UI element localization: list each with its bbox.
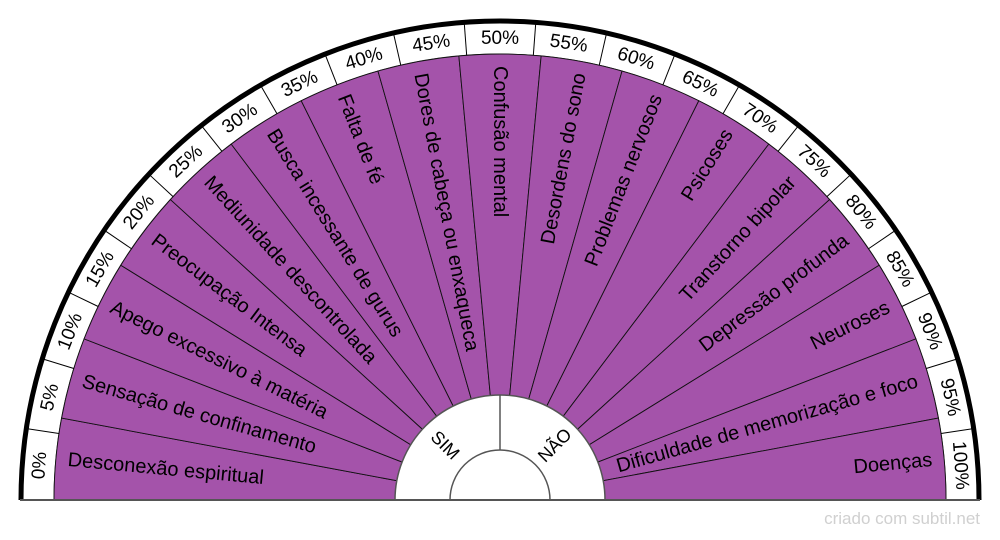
percent-divider: [598, 34, 607, 66]
percent-divider: [105, 230, 132, 250]
percent-divider: [28, 428, 60, 435]
percent-divider: [202, 126, 223, 152]
percent-divider: [826, 175, 851, 198]
percent-label: 0%: [28, 451, 51, 480]
percent-divider: [901, 292, 930, 307]
percent-divider: [926, 358, 956, 370]
watermark: criado com subtil.net: [824, 509, 980, 528]
percent-divider: [393, 34, 402, 66]
percent-divider: [777, 126, 798, 152]
percent-divider: [70, 292, 99, 307]
percent-divider: [261, 86, 278, 115]
percent-divider: [44, 358, 74, 370]
percent-label: 50%: [481, 28, 519, 49]
percent-divider: [149, 175, 174, 198]
inner-hub: [449, 449, 551, 501]
percent-divider: [662, 55, 675, 86]
sector-label: Confusão mental: [489, 66, 511, 217]
percent-divider: [463, 24, 468, 56]
percent-divider: [940, 428, 972, 435]
outer-arc: [18, 18, 982, 501]
percent-label: 100%: [948, 440, 973, 490]
percent-divider: [532, 24, 537, 56]
percent-divider: [722, 86, 739, 115]
percent-divider: [868, 230, 895, 250]
percent-divider: [325, 55, 338, 86]
